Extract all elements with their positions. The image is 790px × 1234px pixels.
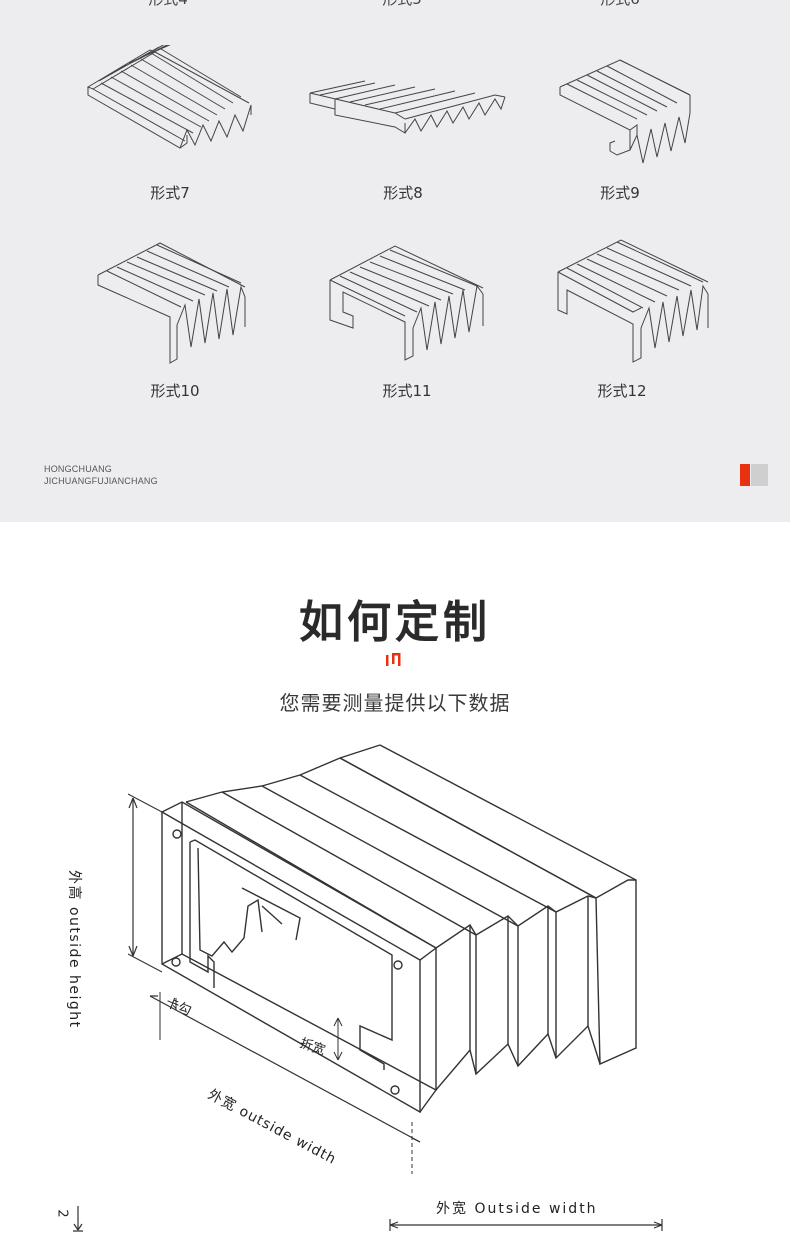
bellows-form-7-illustration xyxy=(85,45,260,155)
bottom-vertical-dimension-line xyxy=(73,1206,83,1232)
brand-text: HONGCHUANG JICHUANGFUJIANCHANG xyxy=(44,463,158,487)
form-12-label: 形式12 xyxy=(597,382,647,400)
brand-line-2: JICHUANGFUJIANCHANG xyxy=(44,476,158,486)
bottom-outside-width-label: 外宽 Outside width xyxy=(436,1201,598,1217)
clipped-caption: 形式6 xyxy=(540,0,700,9)
brand-line-1: HONGCHUANG xyxy=(44,464,113,474)
section-title: 如何定制 xyxy=(299,597,491,648)
bellows-form-8-illustration xyxy=(305,75,515,140)
accent-red-mark xyxy=(740,464,750,486)
forms-catalog-panel: 形式4 形式5 形式6 形式7 形式8 xyxy=(0,0,790,522)
form-10-label: 形式10 xyxy=(150,382,200,400)
form-8-label: 形式8 xyxy=(383,184,423,202)
title-decoration-icon xyxy=(385,652,405,671)
section-subtitle: 您需要测量提供以下数据 xyxy=(279,691,511,715)
form-7-label: 形式7 xyxy=(150,184,190,202)
form-11-label: 形式11 xyxy=(382,382,432,400)
label-outside-height: 外高 outside height xyxy=(66,870,82,1029)
form-9-label: 形式9 xyxy=(600,184,640,202)
bellows-form-12-illustration xyxy=(553,232,718,367)
bellows-form-9-illustration xyxy=(555,55,705,170)
bellows-measurement-diagram: 外高 outside height 卡勾 折宽 外宽 outside width xyxy=(0,730,790,1234)
clipped-caption: 形式5 xyxy=(322,0,482,9)
clipped-caption: 形式4 xyxy=(88,0,248,9)
accent-grey-mark xyxy=(751,464,768,486)
bottom-width-dimension-line xyxy=(389,1219,663,1231)
bellows-form-10-illustration xyxy=(95,235,255,370)
bottom-dimension-number: 2 xyxy=(54,1209,70,1218)
bellows-form-11-illustration xyxy=(325,232,490,367)
